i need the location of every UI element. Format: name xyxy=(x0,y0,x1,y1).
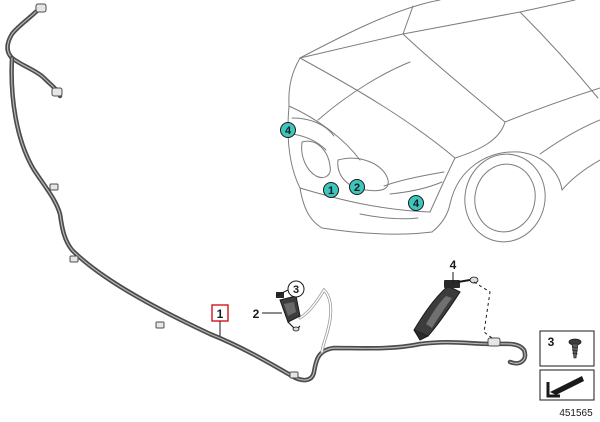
thin-connector-hose xyxy=(298,287,333,354)
callout-screw-small-label: 3 xyxy=(293,284,299,296)
callout-hose-line: 1 xyxy=(211,304,229,336)
washer-hose-line xyxy=(5,3,528,383)
callout-nozzle-large: 4 xyxy=(450,258,457,284)
callout-nozzle-large-label: 4 xyxy=(450,258,457,272)
direction-arrow-icon xyxy=(546,376,584,398)
callout-nozzle-small-label: 2 xyxy=(253,307,260,321)
badge-right-headlight-label: 4 xyxy=(413,198,420,210)
badge-right-headlight: 4 xyxy=(408,195,424,211)
badge-left-headlight: 4 xyxy=(280,122,296,138)
diagram-reference-number: 451565 xyxy=(559,408,593,419)
washer-nozzle-large xyxy=(413,276,479,341)
legend-box: 3 xyxy=(539,330,595,401)
washer-nozzle-small xyxy=(276,292,301,332)
screw-icon xyxy=(568,338,582,359)
car-front-illustration xyxy=(287,0,600,243)
legend-screw-index: 3 xyxy=(548,335,555,349)
badge-grille-left-label: 1 xyxy=(328,185,334,197)
nozzle-large-connector-dashes xyxy=(473,281,493,339)
callout-nozzle-small: 2 xyxy=(253,307,282,321)
callout-screw-small: 3 xyxy=(275,280,305,298)
callout-hose-line-label: 1 xyxy=(217,307,224,321)
badge-grille-left: 1 xyxy=(323,182,339,198)
badge-grille-right: 2 xyxy=(349,179,365,195)
badge-left-headlight-label: 4 xyxy=(285,125,292,137)
badge-grille-right-label: 2 xyxy=(354,182,360,194)
